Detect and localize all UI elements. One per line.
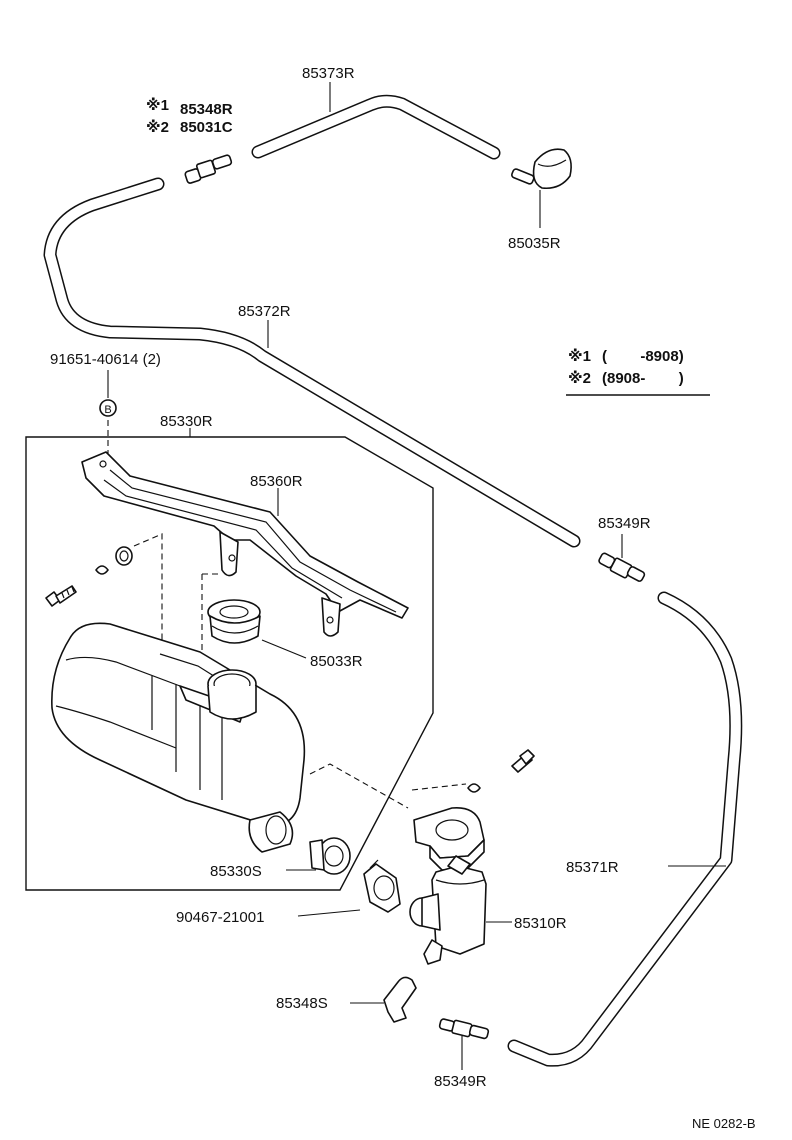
label-note1-mark: ※1 <box>146 96 169 114</box>
hose-85372r <box>43 177 581 548</box>
hose-85371r <box>507 591 743 1067</box>
bolt-left <box>45 533 163 660</box>
bracket-85360r <box>81 451 409 637</box>
legend-row1-mark: ※1 <box>568 347 591 365</box>
clamp-90467 <box>297 859 401 917</box>
reference-code: NE 0282-B <box>692 1116 756 1131</box>
label-note2-mark: ※2 <box>146 118 169 136</box>
label-85349r-bottom: 85349R <box>434 1073 487 1090</box>
label-85348s: 85348S <box>276 995 328 1012</box>
leader-lines <box>267 82 726 867</box>
connector-85348r <box>184 154 233 184</box>
part-labels: 85373R ※1 85348R ※2 85031C 85035R 85372R… <box>50 65 756 1131</box>
label-90467-21001: 90467-21001 <box>176 909 264 926</box>
pump-motor-85310r <box>409 855 512 965</box>
cap-85033r <box>201 573 307 660</box>
legend-row2-range: (8908- ) <box>602 370 684 387</box>
legend: ※1 ( -8908) ※2 (8908- ) <box>566 347 710 396</box>
nozzle-85035r <box>511 148 572 228</box>
clip-marker-label: B <box>104 404 111 416</box>
label-85033r: 85033R <box>310 653 363 670</box>
washer-tank <box>51 622 306 853</box>
label-91651-40614: 91651-40614 (2) <box>50 351 161 368</box>
label-85310r: 85310R <box>514 915 567 932</box>
grommet-85330s <box>286 837 351 875</box>
label-85330r: 85330R <box>160 413 213 430</box>
elbow-85348s <box>350 976 417 1023</box>
legend-row2-mark: ※2 <box>568 369 591 387</box>
label-85348r: 85348R <box>180 101 233 118</box>
label-85360r: 85360R <box>250 473 303 490</box>
legend-row1-range: ( -8908) <box>602 348 684 365</box>
tank-assembly-frame <box>25 428 434 891</box>
joint-85349r-right <box>598 534 646 582</box>
label-85031c: 85031C <box>180 119 233 136</box>
label-85035r: 85035R <box>508 235 561 252</box>
label-85373r: 85373R <box>302 65 355 82</box>
hose-85373r <box>251 94 501 160</box>
joint-85349r-bottom <box>438 1018 490 1070</box>
label-85330s: 85330S <box>210 863 262 880</box>
label-85349r-right: 85349R <box>598 515 651 532</box>
pump-bracket <box>309 749 535 871</box>
label-85371r: 85371R <box>566 859 619 876</box>
label-85372r: 85372R <box>238 303 291 320</box>
